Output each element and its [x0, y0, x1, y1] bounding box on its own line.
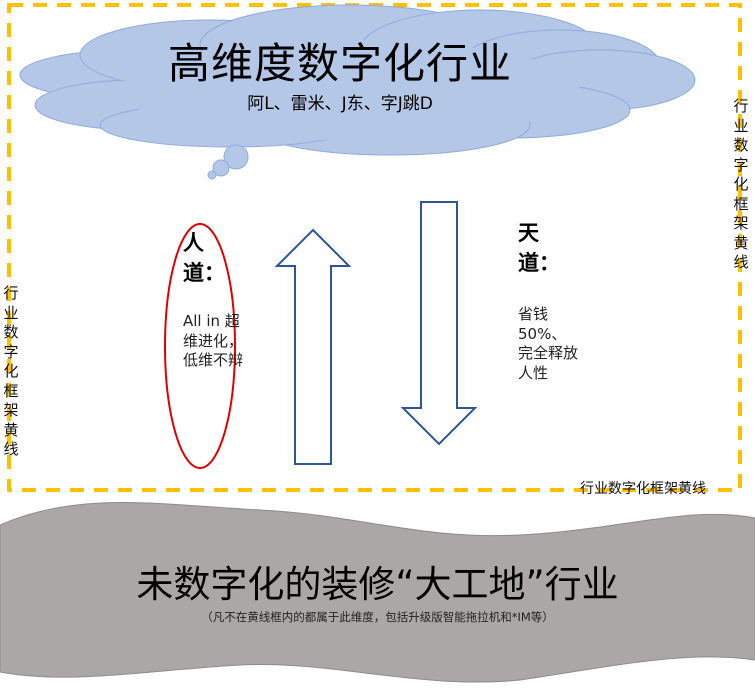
banner-subtitle: （凡不在黄线框内的都属于此维度，包括升级版智能拖拉机和*IM等） — [201, 610, 554, 624]
up-arrow-icon — [274, 228, 352, 465]
yellow-dashed-frame — [7, 3, 742, 492]
tian-dao-heading: 天道： — [518, 221, 560, 275]
cloud-subtitle: 阿L、雷米、J东、字J跳D — [247, 94, 433, 114]
down-arrow-icon — [400, 201, 478, 446]
ren-dao-body: All in 超维进化，低维不辩 — [183, 312, 244, 369]
ren-dao-heading: 人道： — [183, 231, 225, 285]
frame-right-label: 行业数字化框架黄线 — [733, 97, 749, 271]
ren-dao-red-ellipse — [164, 223, 236, 469]
frame-left-label: 行业数字化框架黄线 — [3, 284, 19, 458]
grey-wave-banner — [0, 502, 755, 683]
tian-dao-body: 省钱50%、完全释放人性 — [518, 305, 579, 382]
frame-bottom-label: 行业数字化框架黄线 — [580, 481, 706, 497]
thought-cloud — [19, 4, 696, 180]
cloud-title: 高维度数字化行业 — [167, 39, 512, 88]
banner-title: 未数字化的装修“大工地”行业 — [136, 563, 619, 606]
